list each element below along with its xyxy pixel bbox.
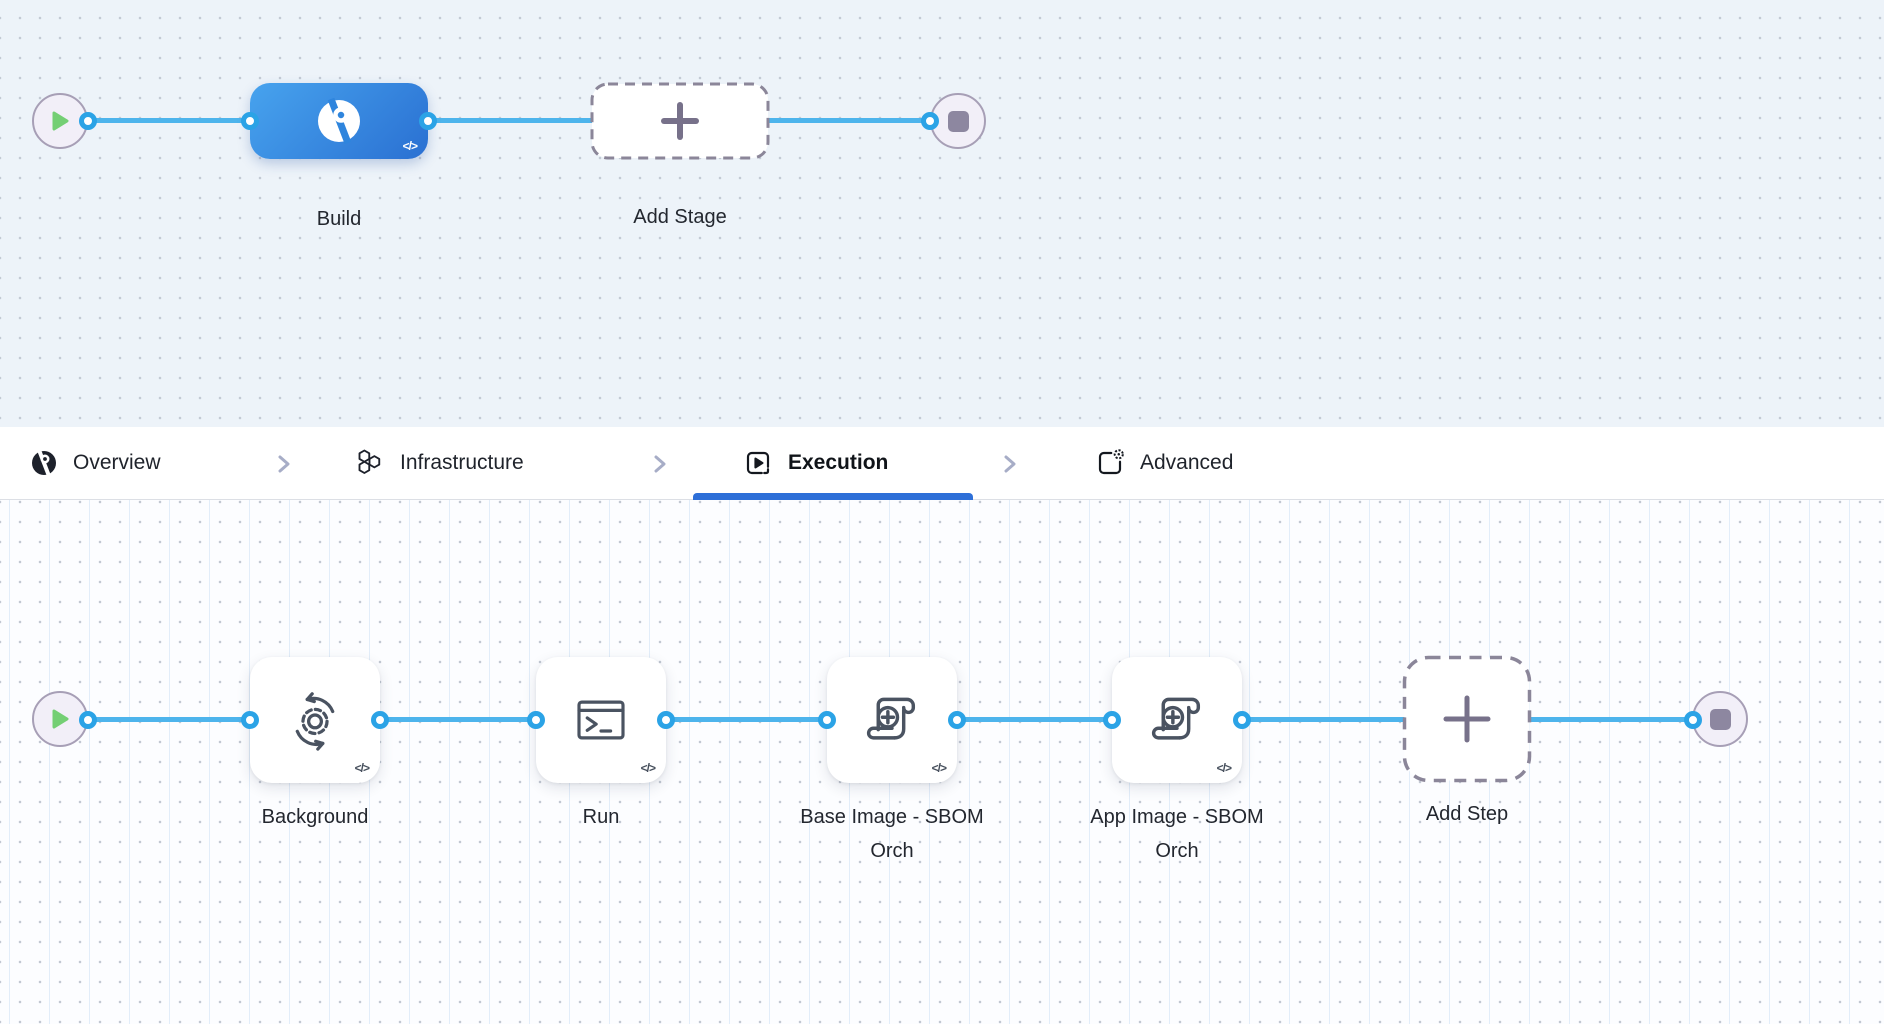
connector-dot[interactable] xyxy=(79,711,97,729)
connector-dot[interactable] xyxy=(527,711,545,729)
connector-dot[interactable] xyxy=(1103,711,1121,729)
step-node-background[interactable]: </> xyxy=(250,657,380,783)
plus-icon xyxy=(661,102,699,140)
play-icon xyxy=(52,111,69,131)
yaml-code-glyph: </> xyxy=(402,139,418,153)
stage-config-tabbar: Overview Infrastructure Execution xyxy=(0,427,1884,500)
background-sync-gear-icon xyxy=(295,692,335,751)
sbom-scroll-icon xyxy=(866,697,916,740)
step-start-node[interactable] xyxy=(32,691,88,747)
step-node-base-image-sbom[interactable]: </> xyxy=(827,657,957,783)
tab-label: Advanced xyxy=(1140,451,1234,474)
gear-icon xyxy=(1113,449,1124,460)
build-stage-label: Build xyxy=(316,208,362,230)
step-node-app-image-sbom[interactable]: </> xyxy=(1112,657,1242,783)
stage-start-node[interactable] xyxy=(32,93,88,149)
ci-module-icon xyxy=(318,98,360,144)
step-node-run[interactable]: </> xyxy=(536,657,666,783)
connector-dot[interactable] xyxy=(818,711,836,729)
connector-dot[interactable] xyxy=(419,112,437,130)
overview-ci-icon xyxy=(32,449,56,477)
tab-label: Execution xyxy=(788,451,889,474)
active-tab-underline xyxy=(693,493,973,500)
add-stage-label: Add Stage xyxy=(633,206,727,228)
tab-execution[interactable]: Execution xyxy=(743,427,888,499)
chevron-right-icon xyxy=(1004,455,1016,473)
connector-dot[interactable] xyxy=(948,711,966,729)
tab-label: Infrastructure xyxy=(400,451,524,474)
yaml-code-glyph: </> xyxy=(640,761,656,775)
connector-dot[interactable] xyxy=(1233,711,1251,729)
connector-dot[interactable] xyxy=(241,112,259,130)
step-label-background: Background xyxy=(261,806,369,828)
connector-dot[interactable] xyxy=(241,711,259,729)
sbom-scroll-icon xyxy=(1151,697,1201,740)
stage-graph-canvas[interactable]: </> Build Add Stage xyxy=(0,0,1884,427)
stage-edge-line xyxy=(60,118,930,123)
tab-advanced[interactable]: Advanced xyxy=(1095,427,1233,499)
terminal-icon xyxy=(577,700,625,740)
yaml-code-glyph: </> xyxy=(354,761,370,775)
connector-dot[interactable] xyxy=(1684,711,1702,729)
execution-icon xyxy=(746,451,770,475)
add-step-button[interactable] xyxy=(1402,655,1532,783)
build-stage-node[interactable]: </> xyxy=(250,83,428,159)
add-step-label: Add Step xyxy=(1425,803,1509,825)
yaml-code-glyph: </> xyxy=(931,761,947,775)
connector-dot[interactable] xyxy=(657,711,675,729)
chevron-right-icon xyxy=(654,455,666,473)
connector-dot[interactable] xyxy=(921,112,939,130)
connector-dot[interactable] xyxy=(79,112,97,130)
stop-icon xyxy=(947,110,969,132)
step-label-run: Run xyxy=(582,806,620,828)
yaml-code-glyph: </> xyxy=(1216,761,1232,775)
tab-infrastructure[interactable]: Infrastructure xyxy=(355,427,524,499)
step-label-base-image: Base Image - SBOM Orch xyxy=(800,806,984,862)
tab-label: Overview xyxy=(73,451,161,474)
infrastructure-icon xyxy=(358,449,381,474)
execution-step-canvas[interactable]: </> </> </> xyxy=(0,500,1884,1024)
tab-overview[interactable]: Overview xyxy=(30,427,161,499)
stop-icon xyxy=(1709,708,1731,730)
step-label-app-image: App Image - SBOM Orch xyxy=(1090,806,1264,862)
advanced-icon xyxy=(1098,449,1124,475)
connector-dot[interactable] xyxy=(371,711,389,729)
add-stage-button[interactable] xyxy=(590,82,770,160)
plus-icon xyxy=(1443,695,1491,743)
play-icon xyxy=(52,709,69,729)
chevron-right-icon xyxy=(278,455,290,473)
